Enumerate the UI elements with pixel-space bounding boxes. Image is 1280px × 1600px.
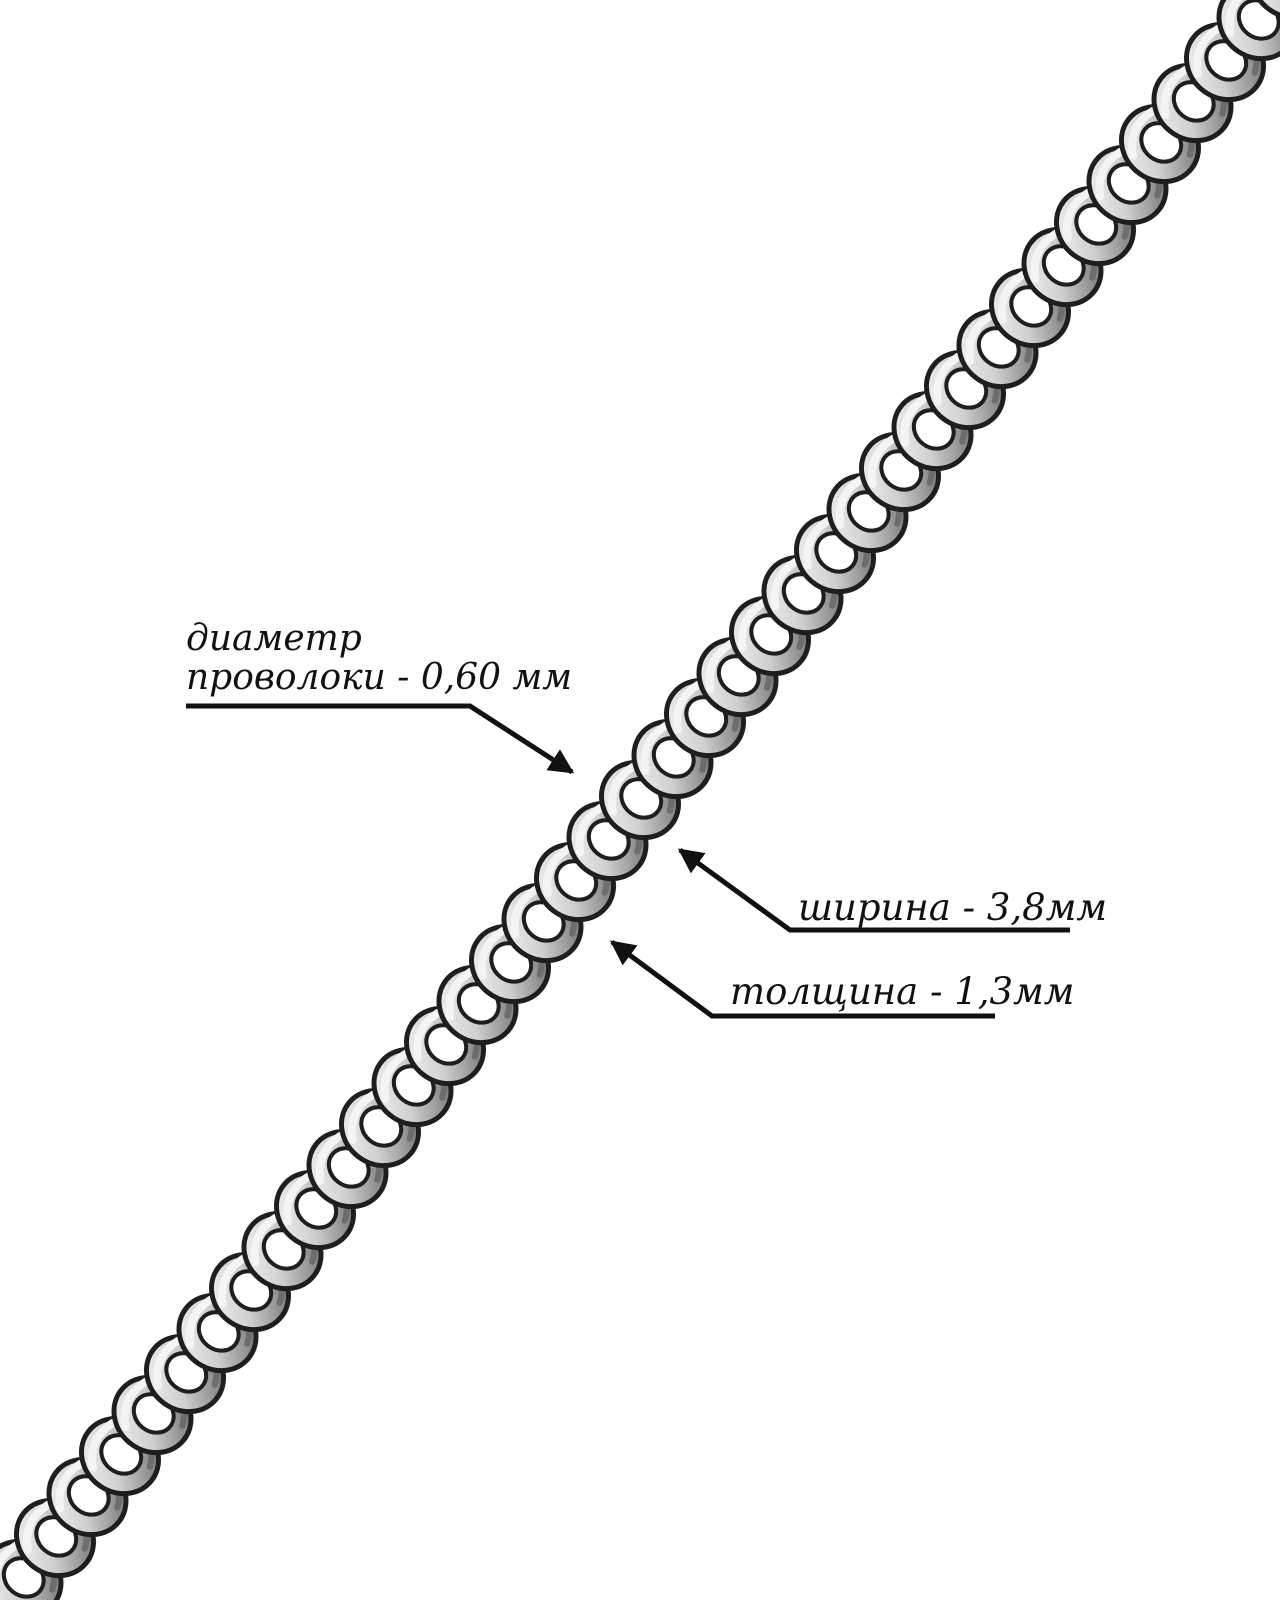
chain-link-highlight — [835, 475, 865, 529]
chain-link-highlight — [933, 352, 963, 406]
chain-link-highlight — [640, 721, 670, 775]
chain-link-highlight — [283, 1172, 313, 1226]
wire-diameter-label: диаметр проволоки - 0,60 мм — [186, 618, 573, 698]
chain-link-highlight — [900, 393, 930, 447]
chain-link-highlight — [348, 1090, 378, 1144]
chain-link-highlight — [1128, 106, 1158, 160]
chain-link-highlight — [413, 1008, 443, 1062]
width-label: ширина - 3,8мм — [798, 886, 1108, 929]
chain-link-highlight — [510, 885, 540, 939]
chain-link-highlight — [868, 434, 898, 488]
chain-link-highlight — [738, 598, 768, 652]
chain-link-highlight — [803, 516, 833, 570]
callout-lines — [186, 703, 1070, 1019]
chain-link-highlight — [1095, 147, 1125, 201]
chain-link-highlight — [153, 1336, 183, 1390]
chain-link-highlight — [315, 1131, 345, 1185]
chain-link-highlight — [478, 926, 508, 980]
chain-link-highlight — [608, 762, 638, 816]
chain-link-highlight — [250, 1213, 280, 1267]
chain-link — [761, 554, 844, 636]
thickness-leader — [609, 939, 995, 1019]
chain-link-highlight — [120, 1377, 150, 1431]
chain-link-highlight — [445, 967, 475, 1021]
chain-link-highlight — [998, 270, 1028, 324]
chain-link-highlight — [575, 803, 605, 857]
wire-diameter-label-line2: проволоки - 0,60 мм — [186, 656, 573, 698]
chain-link-highlight — [1225, 0, 1255, 37]
chain-link-highlight — [1063, 188, 1093, 242]
chain-link-highlight — [23, 1500, 53, 1554]
chain-link-highlight — [1193, 24, 1223, 78]
chain-link-highlight — [543, 844, 573, 898]
chain-link-outer — [1248, 0, 1280, 21]
width-leader — [677, 847, 1070, 933]
chain-link-highlight — [55, 1459, 85, 1513]
chain-link-highlight — [380, 1049, 410, 1103]
chain-link-highlight — [0, 1541, 20, 1595]
wire-diameter-label-line1: диаметр — [186, 618, 362, 659]
chain-link-highlight — [1160, 65, 1190, 119]
chain-link — [1248, 0, 1280, 21]
chain-link-highlight — [673, 680, 703, 734]
chain-link-highlight — [770, 557, 800, 611]
chain-link-highlight — [1030, 229, 1060, 283]
chain-link-highlight — [218, 1254, 248, 1308]
chain-link-highlight — [965, 311, 995, 365]
chain-link-highlight — [88, 1418, 118, 1472]
chain-link-highlight — [705, 639, 735, 693]
chain-link — [793, 513, 877, 595]
chain-link-highlight — [185, 1295, 215, 1349]
thickness-label: толщина - 1,3мм — [730, 970, 1075, 1013]
wire-diameter-leader — [186, 703, 575, 775]
